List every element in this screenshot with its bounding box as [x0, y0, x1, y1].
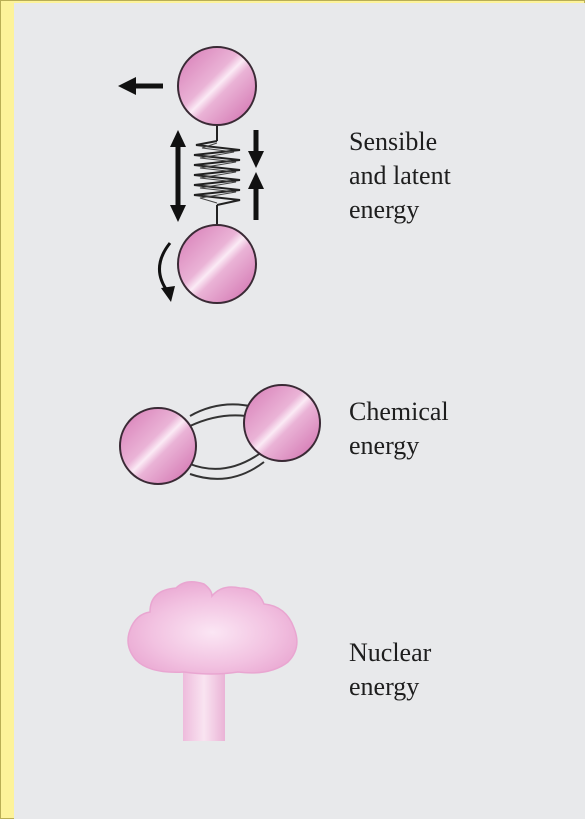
atom-left-icon — [120, 408, 196, 484]
atom-right-icon — [244, 385, 320, 461]
vibration-arrows-left-icon — [170, 130, 186, 222]
label-line: Chemical — [349, 395, 449, 429]
rotation-arrow-icon — [159, 243, 175, 302]
label-line: energy — [349, 670, 431, 704]
label-line: energy — [349, 429, 449, 463]
diatomic-molecule-icon — [120, 385, 320, 484]
molecule-spring-icon — [118, 47, 264, 303]
cloud-stem-icon — [183, 663, 225, 741]
atom-top-icon — [178, 47, 256, 125]
label-chemical-energy: Chemical energy — [349, 395, 449, 463]
label-line: Nuclear — [349, 636, 431, 670]
label-line: Sensible — [349, 125, 451, 159]
label-nuclear-energy: Nuclear energy — [349, 636, 431, 704]
mushroom-cloud-icon — [128, 582, 297, 741]
label-sensible-latent-energy: Sensible and latent energy — [349, 125, 451, 227]
translation-arrow-icon — [118, 77, 163, 95]
label-line: energy — [349, 193, 451, 227]
label-line: and latent — [349, 159, 451, 193]
atom-bottom-icon — [178, 225, 256, 303]
vibration-arrows-right-icon — [248, 130, 264, 220]
cloud-cap-icon — [128, 582, 297, 674]
